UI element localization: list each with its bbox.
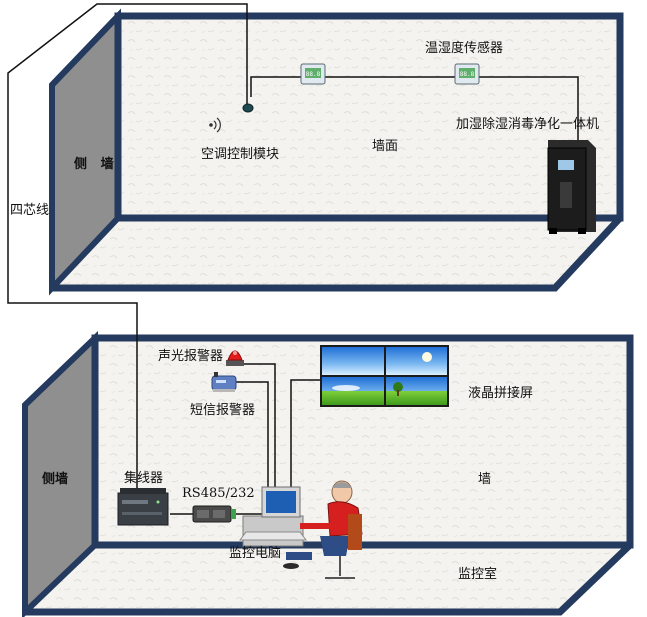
- concentrator-label: 集线器: [124, 470, 163, 486]
- lcd-video-wall: [320, 345, 449, 407]
- cable-label: 四芯线: [10, 203, 49, 218]
- pc-label: 监控电脑: [229, 546, 281, 561]
- svg-text:88.8: 88.8: [460, 71, 475, 78]
- lower-back-wall-frame: [91, 334, 634, 549]
- upper-side-wall-label: 侧 墙: [74, 156, 114, 172]
- ac-control-module: [242, 103, 254, 113]
- wifi-icon: [209, 117, 221, 133]
- lower-room: [22, 330, 634, 617]
- rs485-converter: [192, 505, 236, 523]
- wiring: [7, 3, 579, 515]
- sms-alarm-device: [211, 372, 237, 392]
- converter-label: RS485/232: [182, 486, 255, 501]
- lower-wall-label: 墙: [478, 472, 491, 487]
- four-core-cable: [7, 3, 248, 490]
- upper-back-wall-frame: [114, 12, 624, 222]
- ac-module-label: 空调控制模块: [201, 147, 279, 162]
- purifier-label: 加湿除湿消毒净化一体机: [456, 117, 599, 132]
- upper-top-edge: [49, 13, 121, 88]
- alarm-link: [244, 363, 276, 490]
- upper-room-floor: [52, 218, 620, 288]
- sensor-label: 温湿度传感器: [425, 40, 503, 56]
- sms-link: [236, 381, 269, 490]
- lower-floor-frame: [25, 542, 633, 616]
- temp-humidity-sensor-1: 88.8: [300, 63, 326, 85]
- lower-side-wall-label: 侧墙: [42, 471, 68, 487]
- sensor-bus: [250, 76, 579, 140]
- upper-room: [49, 8, 624, 296]
- alarm-label: 声光报警器: [158, 348, 223, 364]
- upper-wall-label: 墙面: [372, 139, 398, 154]
- audible-visual-alarm-icon: [226, 350, 244, 366]
- svg-text:88.8: 88.8: [306, 71, 321, 78]
- screen-label: 液晶拼接屏: [468, 385, 533, 401]
- screen-link: [290, 379, 320, 490]
- upper-room-back-wall: [118, 16, 620, 218]
- sms-label: 短信报警器: [190, 402, 255, 418]
- upper-floor-frame: [52, 215, 623, 292]
- room-label: 监控室: [458, 566, 497, 582]
- lower-top-edge: [22, 335, 98, 408]
- purifier-cabinet: [547, 140, 596, 234]
- temp-humidity-sensor-2: 88.8: [454, 63, 480, 85]
- monitoring-computer: [239, 486, 307, 547]
- concentrator-box: [117, 488, 169, 526]
- operator-person: [283, 480, 363, 579]
